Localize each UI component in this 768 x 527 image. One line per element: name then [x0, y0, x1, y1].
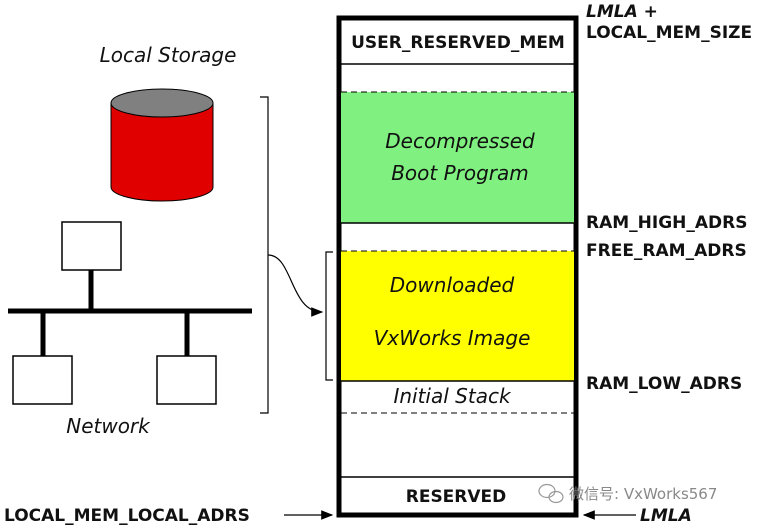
network-nodes-icon: [8, 221, 252, 405]
network-label: Network: [66, 414, 151, 438]
vxworks-image-line2: VxWorks Image: [374, 326, 531, 350]
vxworks-image-segment: [341, 251, 574, 381]
user-reserved-mem-label: USER_RESERVED_MEM: [351, 33, 565, 53]
ram-high-adrs-label: RAM_HIGH_ADRS: [586, 213, 748, 233]
ram-low-adrs-label: RAM_LOW_ADRS: [586, 374, 742, 394]
local-storage-label: Local Storage: [100, 43, 237, 67]
boot-program-line2: Boot Program: [391, 161, 529, 185]
wechat-icon: [538, 483, 564, 504]
local-mem-size-label: LOCAL_MEM_SIZE: [586, 23, 752, 43]
source-bracket: [260, 96, 269, 414]
reserved-label: RESERVED: [406, 487, 507, 507]
watermark-text: 微信号: VxWorks567: [569, 485, 717, 503]
initial-stack-label: Initial Stack: [393, 384, 511, 408]
memory-map: [336, 15, 579, 518]
free-ram-adrs-label: FREE_RAM_ADRS: [586, 241, 747, 261]
boot-program-line1: Decompressed: [385, 129, 535, 153]
vxworks-image-line1: Downloaded: [390, 273, 515, 297]
local-mem-local-adrs-label: LOCAL_MEM_LOCAL_ADRS: [4, 506, 250, 526]
lmla-plus-label: LMLA +: [586, 2, 658, 22]
download-arrow: [267, 254, 324, 317]
lmla-label: LMLA: [640, 506, 692, 526]
image-bracket: [325, 251, 333, 381]
boot-program-segment: [341, 92, 574, 223]
cylinder-disk-icon: [110, 88, 214, 202]
